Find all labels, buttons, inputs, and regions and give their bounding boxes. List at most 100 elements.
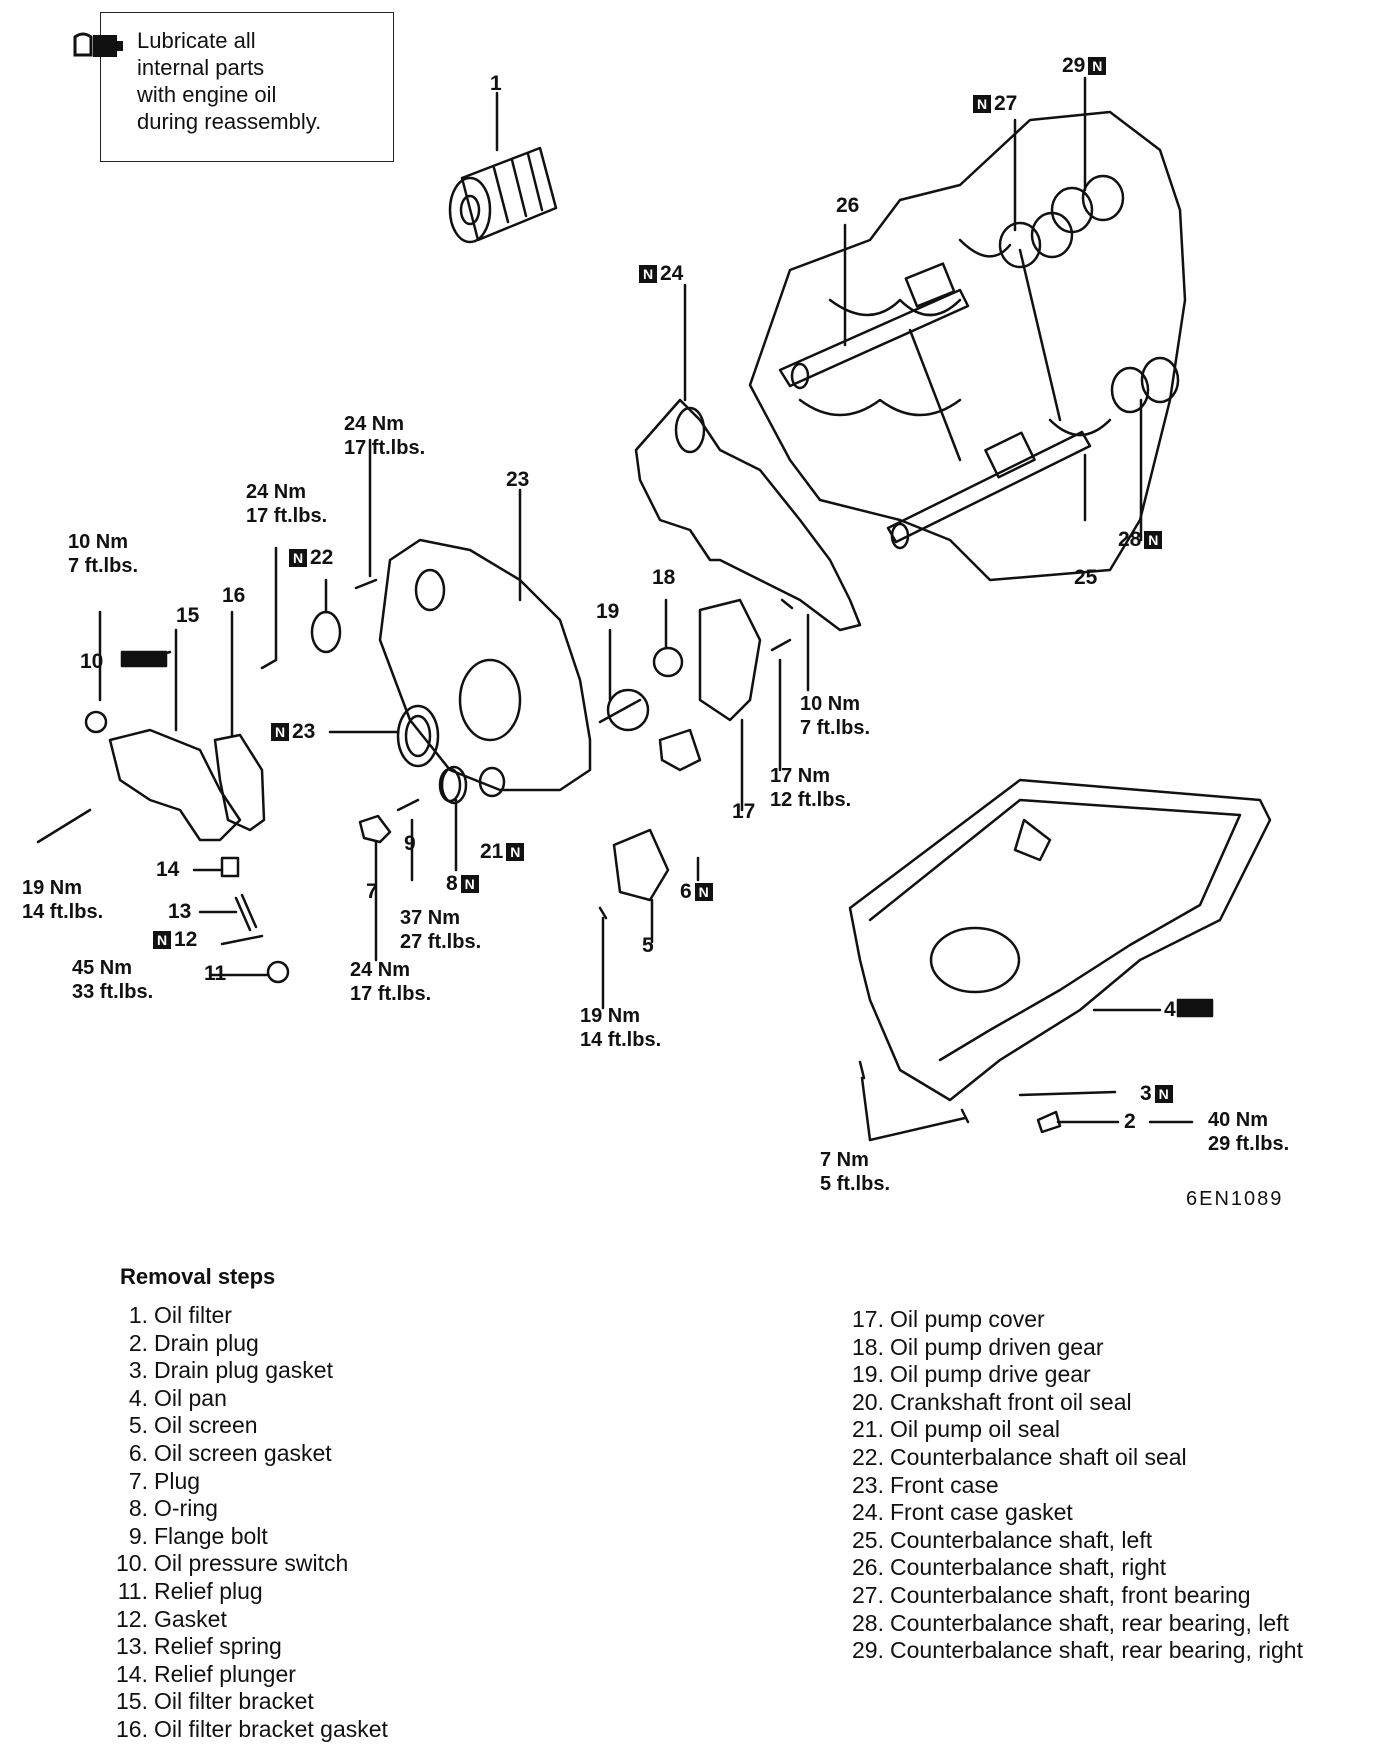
n-marker-24: N	[639, 265, 657, 284]
note-line: during reassembly.	[137, 109, 322, 134]
callout-4: 4	[1164, 998, 1176, 1021]
torque-line: 37 Nm	[400, 907, 461, 929]
callout-12-text: 12	[174, 928, 198, 951]
step-text: Oil pan	[154, 1384, 227, 1411]
list-item: 23.Front case	[836, 1472, 1356, 1500]
step-text: Drain plug gasket	[154, 1357, 333, 1384]
step-number: 9.	[128, 1522, 148, 1549]
step-text: Counterbalance shaft, rear bearing, left	[890, 1609, 1289, 1636]
step-text: Counterbalance shaft oil seal	[890, 1443, 1187, 1470]
torque-line: 7 ft.lbs.	[68, 555, 139, 577]
step-number: 20.	[852, 1388, 884, 1415]
step-text: Oil filter bracket	[154, 1688, 314, 1715]
list-item: 10.Oil pressure switch	[100, 1550, 388, 1578]
step-text: O-ring	[154, 1495, 218, 1522]
list-item: 6.Oil screen gasket	[100, 1440, 388, 1468]
callout-8-text: 8	[446, 872, 458, 895]
step-text: Gasket	[154, 1605, 227, 1632]
step-number: 11.	[117, 1577, 148, 1604]
step-number: 21.	[852, 1416, 884, 1443]
list-item: 11.Relief plug	[100, 1578, 388, 1606]
step-text: Drain plug	[154, 1329, 259, 1356]
torque-line: 17 ft.lbs.	[350, 983, 432, 1005]
callout-18: 18	[652, 566, 676, 589]
callout-2: 2	[1124, 1110, 1136, 1133]
torque-line: 14 ft.lbs.	[22, 901, 104, 923]
n-marker-12: N	[153, 931, 171, 950]
list-item: 3.Drain plug gasket	[100, 1357, 388, 1385]
list-item: 27.Counterbalance shaft, front bearing	[836, 1582, 1356, 1610]
step-text: Counterbalance shaft, right	[890, 1554, 1167, 1581]
front-case-gasket-drawing	[634, 283, 862, 632]
callout-15: 15	[176, 604, 200, 627]
list-item: 4.Oil pan	[100, 1385, 388, 1413]
callout-16: 16	[222, 584, 246, 607]
note-text: Lubricate all internal parts with engine…	[137, 27, 321, 135]
counterbalance-shafts-drawing	[778, 223, 1092, 550]
torque-line: 7 ft.lbs.	[800, 717, 871, 739]
oil-pump-drawing	[598, 598, 762, 812]
list-item: 17.Oil pump cover	[836, 1306, 1356, 1334]
step-number: 14.	[116, 1660, 148, 1687]
list-item: 21.Oil pump oil seal	[836, 1416, 1356, 1444]
note-line: Lubricate all	[137, 28, 256, 53]
step-number: 2.	[128, 1329, 148, 1356]
step-text: Oil pump cover	[890, 1306, 1045, 1332]
step-text: Crankshaft front oil seal	[890, 1388, 1132, 1415]
step-text: Flange bolt	[154, 1522, 268, 1549]
callout-25: 25	[1074, 566, 1098, 589]
note-line: internal parts	[137, 55, 265, 80]
step-number: 7.	[128, 1467, 148, 1494]
figure-code: 6EN1089	[1186, 1188, 1284, 1210]
step-text: Plug	[154, 1467, 201, 1494]
callout-5: 5	[642, 934, 654, 957]
torque-line: 24 Nm	[246, 481, 307, 503]
removal-steps-left: 1.Oil filter 2.Drain plug 3.Drain plug g…	[100, 1302, 388, 1744]
lubrication-note: Lubricate all internal parts with engine…	[73, 12, 394, 162]
step-number: 17.	[852, 1306, 884, 1332]
list-item: 29.Counterbalance shaft, rear bearing, r…	[836, 1637, 1356, 1665]
step-number: 22.	[852, 1443, 884, 1470]
torque-line: 27 ft.lbs.	[400, 931, 482, 953]
step-text: Relief plug	[154, 1577, 263, 1604]
torque-line: 19 Nm	[580, 1005, 641, 1027]
front-case-drawing	[378, 488, 592, 792]
step-text: Oil screen gasket	[154, 1439, 332, 1466]
torque-line: 40 Nm	[1208, 1109, 1269, 1131]
n-marker-27: N	[973, 95, 991, 114]
step-text: Counterbalance shaft, rear bearing, righ…	[890, 1637, 1303, 1664]
torque-line: 17 ft.lbs.	[344, 437, 426, 459]
step-text: Oil filter	[154, 1302, 232, 1328]
oil-screen-drawing	[598, 828, 700, 1010]
callout-1: 1	[490, 72, 502, 95]
list-item: 26.Counterbalance shaft, right	[836, 1554, 1356, 1582]
oil-can-icon	[71, 27, 125, 68]
torque-line: 7 Nm	[820, 1149, 869, 1171]
list-item: 7.Plug	[100, 1468, 388, 1496]
step-number: 6.	[128, 1439, 148, 1466]
engine-block-drawing	[748, 110, 1187, 582]
step-number: 5.	[128, 1412, 148, 1439]
step-number: 24.	[852, 1499, 884, 1526]
step-number: 8.	[128, 1495, 148, 1522]
step-number: 27.	[852, 1581, 884, 1608]
step-number: 29.	[852, 1637, 884, 1664]
n-marker-8: N	[460, 875, 479, 894]
torque-line: 45 Nm	[72, 957, 133, 979]
list-item: 13.Relief spring	[100, 1633, 388, 1661]
list-item: 5.Oil screen	[100, 1412, 388, 1440]
n-marker-22: N	[289, 549, 307, 568]
list-item: 15.Oil filter bracket	[100, 1688, 388, 1716]
step-text: Oil pressure switch	[154, 1550, 349, 1577]
